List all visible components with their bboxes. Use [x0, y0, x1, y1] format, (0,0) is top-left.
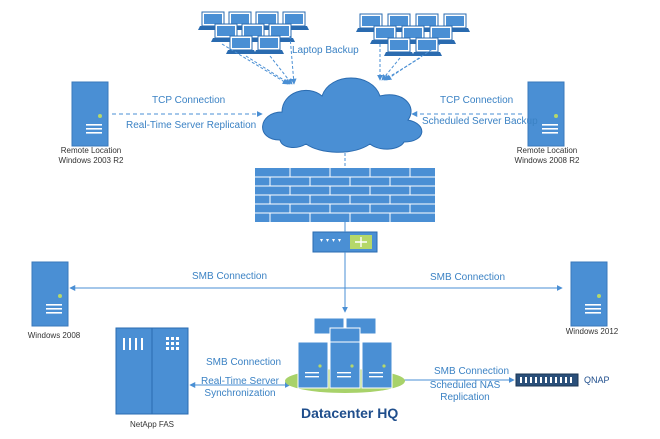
network-switch-icon	[312, 231, 378, 253]
realtime-sync-line2: Synchronization	[204, 388, 276, 399]
scheduled-nas-line2: Replication	[440, 392, 490, 403]
scheduled-nas-line1: Scheduled NAS	[429, 380, 501, 391]
laptop-backup-lines	[221, 35, 441, 85]
remote-server-right-icon	[527, 81, 565, 147]
firewall-icon	[255, 168, 435, 222]
remote-right-caption: Remote Location Windows 2008 R2	[510, 146, 584, 166]
smb-connection-right-label: SMB Connection	[430, 272, 506, 283]
netapp-caption: NetApp FAS	[129, 420, 175, 429]
windows-2008-server-icon	[31, 261, 69, 327]
qnap-caption: QNAP	[584, 375, 610, 385]
remote-right-line1: Remote Location	[516, 146, 578, 155]
windows-2012-caption: Windows 2012	[565, 327, 619, 336]
remote-server-left-icon	[71, 81, 109, 147]
scheduled-backup-label: Scheduled Server Backup	[422, 116, 538, 127]
real-time-replication-label: Real-Time Server Replication	[126, 120, 257, 131]
remote-left-caption: Remote Location Windows 2003 R2	[54, 146, 128, 166]
windows-2012-server-icon	[570, 261, 608, 327]
realtime-sync-line1: Real-Time Server	[201, 376, 279, 387]
remote-left-line2: Windows 2003 R2	[58, 156, 124, 165]
smb-connection-left-label: SMB Connection	[192, 271, 268, 282]
remote-right-line2: Windows 2008 R2	[514, 156, 580, 165]
smb-connection-netapp-label: SMB Connection	[206, 357, 282, 368]
connection-lines	[69, 222, 563, 388]
realtime-sync-label: Real-Time Server Synchronization	[200, 376, 280, 400]
scheduled-nas-label: Scheduled NAS Replication	[420, 380, 510, 404]
windows-2008-caption: Windows 2008	[27, 331, 81, 340]
tcp-connection-right-label: TCP Connection	[440, 95, 514, 106]
qnap-nas-icon	[515, 373, 579, 387]
tcp-connection-left-label: TCP Connection	[152, 95, 226, 106]
datacenter-hq-title: Datacenter HQ	[301, 405, 399, 421]
laptop-group-right-icon	[355, 13, 471, 57]
laptop-backup-label: Laptop Backup	[292, 45, 359, 56]
internet-cloud-icon	[262, 77, 423, 153]
remote-left-line1: Remote Location	[60, 146, 122, 155]
smb-connection-qnap-label: SMB Connection	[434, 366, 510, 377]
netapp-fas-icon	[115, 327, 189, 415]
datacenter-cluster-icon	[285, 317, 405, 393]
